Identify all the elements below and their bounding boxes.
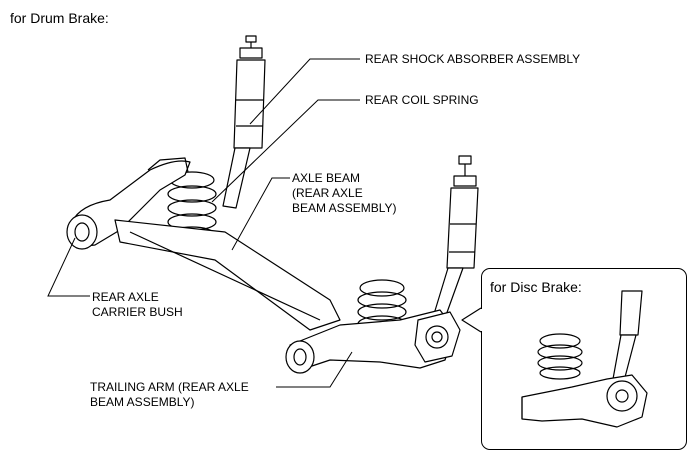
disc-brake-drawing [521,290,648,428]
left-carrier-bush [66,214,98,250]
leader-axle-beam [231,177,290,251]
disc-brake-inset: for Disc Brake: [481,268,687,450]
leader-spring [211,99,360,203]
right-shock-absorber [433,155,479,319]
leader-shock [249,58,360,125]
label-rear-axle-carrier-bush: REAR AXLE CARRIER BUSH [92,290,183,319]
axle-beam [114,219,341,331]
label-rear-shock-absorber: REAR SHOCK ABSORBER ASSEMBLY [365,52,581,66]
right-trailing-arm [289,309,456,371]
right-carrier-bush [285,340,315,374]
leader-trailing-arm [276,351,353,388]
label-trailing-arm: TRAILING ARM (REAR AXLE BEAM ASSEMBLY) [90,380,249,409]
label-axle-beam: AXLE BEAM (REAR AXLE BEAM ASSEMBLY) [292,171,397,215]
inset-title: for Disc Brake: [490,279,582,295]
leader-bush [47,237,90,297]
label-rear-coil-spring: REAR COIL SPRING [365,93,479,107]
page-title: for Drum Brake: [10,10,109,26]
right-hub-plate [414,311,461,363]
